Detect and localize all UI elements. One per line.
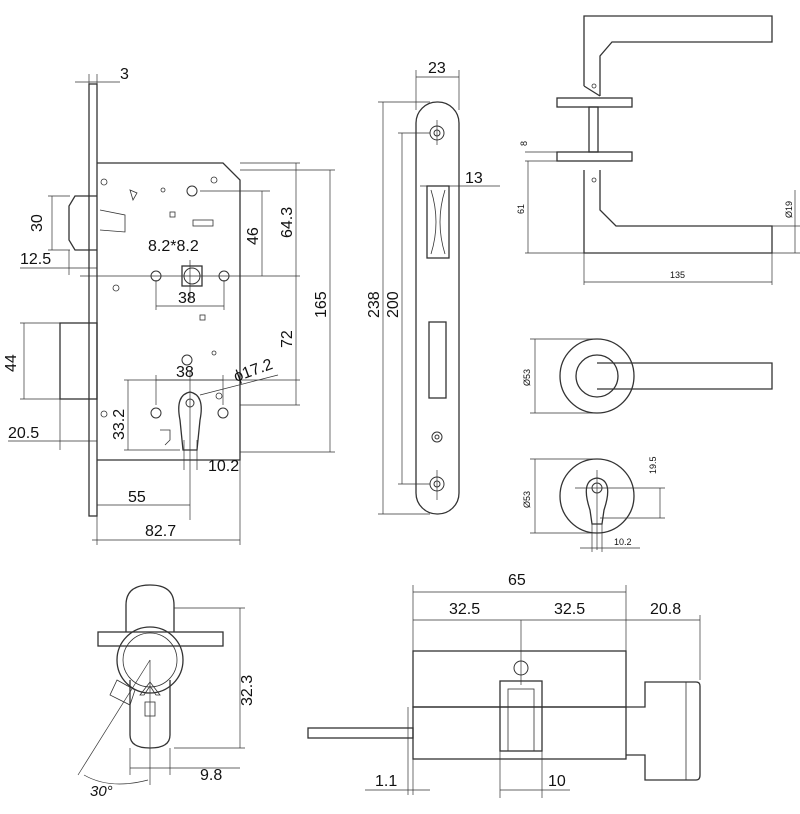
dim-8-2-label: 8.2*8.2 — [148, 238, 199, 255]
dim-55-label: 55 — [128, 489, 146, 506]
dim-32-5-left-label: 32.5 — [449, 601, 480, 618]
cam — [499, 680, 543, 752]
dim-13-label: 13 — [465, 170, 483, 187]
dim-10-label: 10 — [548, 773, 566, 790]
dim-32-3-label: 32.3 — [239, 675, 256, 706]
dim-165-label: 165 — [313, 291, 330, 318]
lever-front — [597, 362, 773, 390]
dim-19-label: Ø19 — [784, 201, 794, 218]
profile-cylinder-cutout — [178, 391, 202, 451]
lock-faceplate — [88, 83, 98, 517]
dim-53-rose-label: Ø53 — [522, 369, 532, 386]
dim-30-label: 30 — [29, 214, 46, 232]
dim-38-bottom-label: 38 — [176, 364, 194, 381]
cylinder-flange — [97, 631, 224, 647]
dim-12-5-label: 12.5 — [20, 251, 51, 268]
dim-23-label: 23 — [428, 60, 446, 77]
dim-238-label: 238 — [366, 291, 383, 318]
dim-33-2-label: 33.2 — [111, 409, 128, 440]
upper-lever — [583, 15, 773, 96]
dim-8-label: 8 — [519, 141, 529, 146]
dim-19-5-label: 19.5 — [648, 456, 658, 474]
upper-rose — [556, 97, 633, 108]
thumbturn — [626, 681, 701, 781]
cylinder-view: 65 32.5 32.5 20.8 1.1 10 — [307, 572, 701, 798]
handle-front-view: Ø53 — [522, 338, 773, 414]
dim-200-label: 200 — [385, 291, 402, 318]
cylinder-upper-body — [412, 650, 627, 708]
dim-135-label: 135 — [670, 270, 685, 280]
dim-10-2-label: 10.2 — [208, 458, 239, 475]
escutcheon-view: Ø53 19.5 10.2 — [522, 456, 665, 552]
dim-44-label: 44 — [3, 354, 20, 372]
lock-body-view: 3 30 12.5 44 20.5 8.2*8.2 38 46 64.3 16 — [3, 66, 335, 545]
dim-20-8-label: 20.8 — [650, 601, 681, 618]
dim-32-5-right-label: 32.5 — [554, 601, 585, 618]
deadbolt — [59, 322, 98, 400]
dim-46-label: 46 — [245, 227, 262, 245]
rose-outer — [559, 338, 635, 414]
dim-53-escutcheon-label: Ø53 — [522, 491, 532, 508]
dim-64-3-label: 64.3 — [279, 207, 296, 238]
spindle — [588, 106, 599, 153]
lower-lever — [583, 170, 773, 254]
dim-72-label: 72 — [279, 330, 296, 348]
dim-9-8-label: 9.8 — [200, 767, 222, 784]
latch-opening — [426, 185, 450, 259]
rose-inner — [575, 354, 619, 398]
faceplate-outline — [415, 101, 460, 515]
latch-bolt — [68, 195, 97, 251]
dim-3-label: 3 — [120, 66, 129, 83]
dim-82-7-label: 82.7 — [145, 523, 176, 540]
escutcheon-keyhole — [585, 477, 609, 525]
cylinder-top — [125, 584, 175, 632]
faceplate-view: 23 13 238 200 — [366, 60, 500, 515]
lower-rose — [556, 151, 633, 162]
dim-38-top-label: 38 — [178, 290, 196, 307]
dim-30-deg-label: 30° — [90, 783, 113, 800]
dim-20-5-label: 20.5 — [8, 425, 39, 442]
tailpiece — [307, 727, 414, 739]
deadbolt-opening — [428, 321, 447, 399]
handle-side-view: 8 61 Ø19 135 — [516, 15, 800, 285]
cylinder-side-view: 32.3 9.8 30° — [77, 584, 256, 800]
dim-61-label: 61 — [516, 204, 526, 214]
dim-10-2-escutcheon-label: 10.2 — [614, 537, 632, 547]
dim-1-1-label: 1.1 — [375, 773, 397, 790]
dim-65-label: 65 — [508, 572, 526, 589]
